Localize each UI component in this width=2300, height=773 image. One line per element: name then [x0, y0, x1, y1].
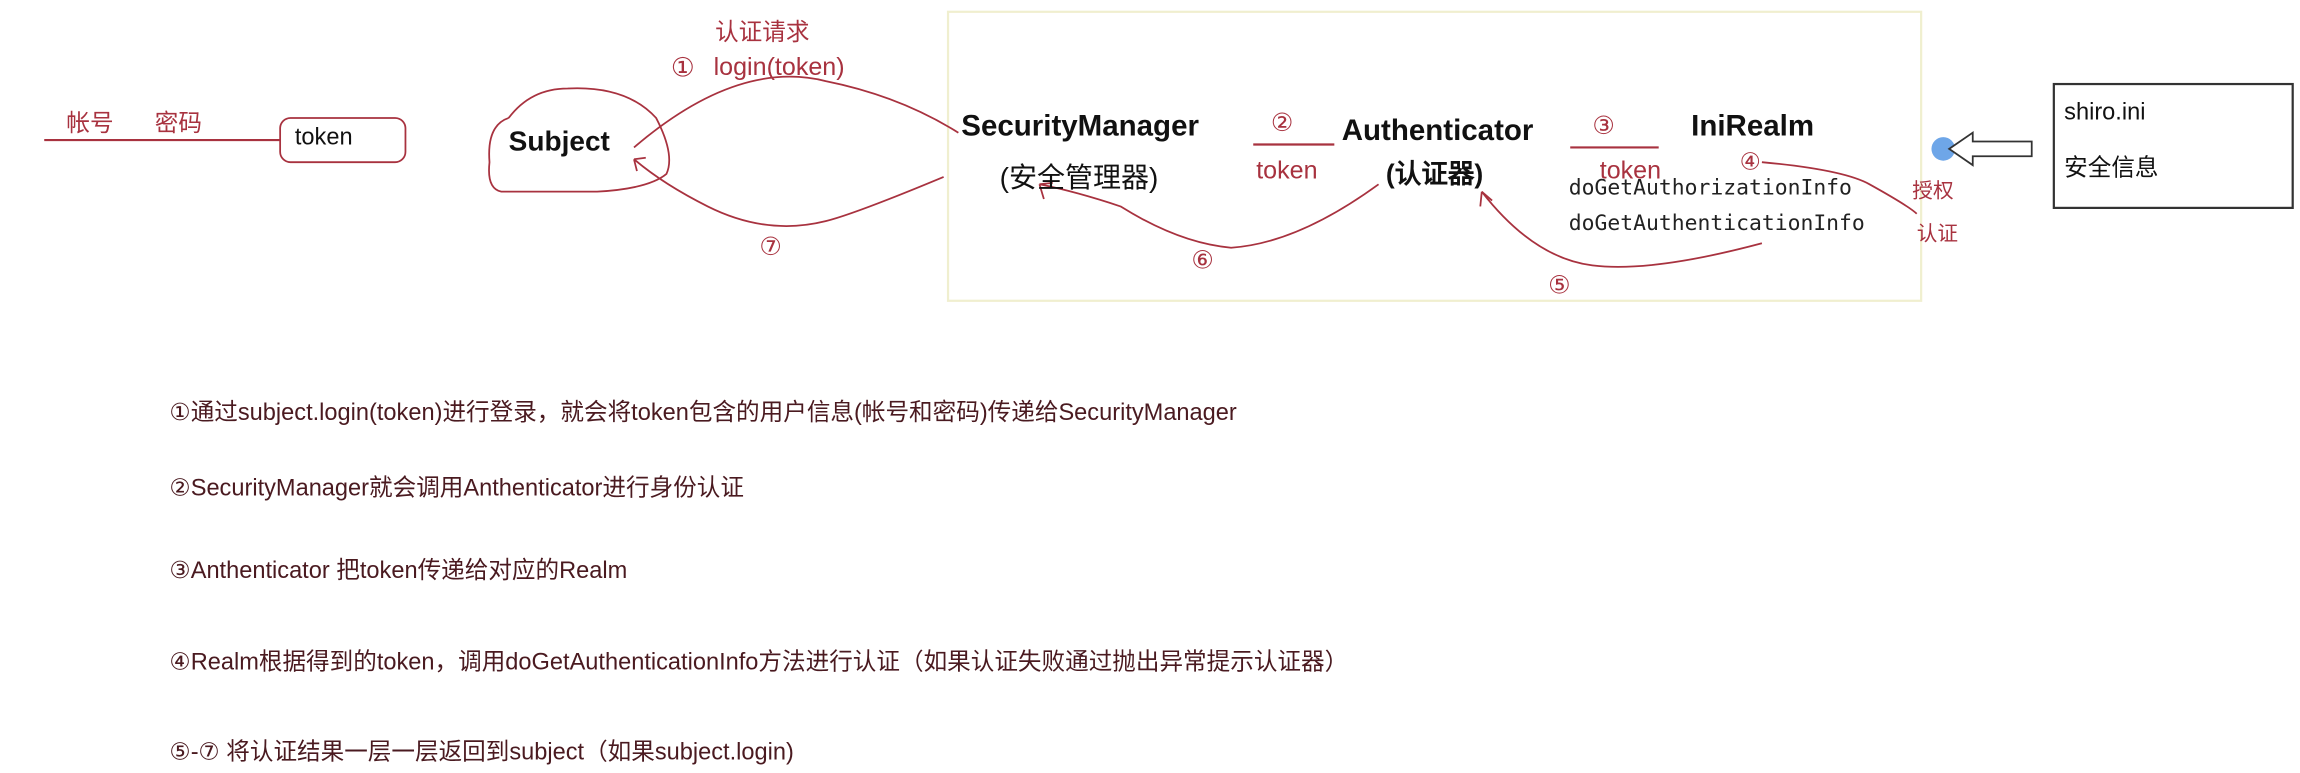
hollow-arrow-icon [1947, 131, 2033, 167]
note-step5-7: ⑤-⑦ 将认证结果一层一层返回到subject（如果subject.login) [169, 740, 794, 766]
security-manager-cn: (安全管理器) [999, 163, 1159, 195]
security-manager-node: SecurityManager [961, 110, 1199, 144]
authenticator-node: Authenticator [1341, 115, 1534, 148]
arrow-step4 [1761, 161, 1918, 215]
token-2: token [1256, 156, 1318, 185]
authorization-label: 授权 [1912, 178, 1954, 202]
step5-marker: ⑤ [1548, 271, 1571, 300]
subject-node: Subject [508, 126, 610, 158]
step6-marker: ⑥ [1191, 246, 1214, 275]
arrow-step6 [1039, 183, 1380, 249]
step7-marker: ⑦ [759, 232, 782, 261]
step4-marker: ④ [1739, 150, 1761, 176]
highlight-dot [1931, 137, 1956, 161]
authenticator-cn: (认证器) [1385, 159, 1484, 189]
password-label: 密码 [154, 112, 203, 138]
arrow-step1 [633, 75, 959, 149]
step1-marker: ① [670, 53, 695, 83]
token-box: token [294, 125, 353, 151]
shiro-ini-desc: 安全信息 [2064, 156, 2159, 182]
login-call: login(token) [713, 53, 845, 82]
shiro-ini-box [2052, 82, 2294, 209]
token-3: token [1599, 156, 1662, 185]
note-step4: ④Realm根据得到的token，调用doGetAuthenticationIn… [169, 650, 1349, 676]
account-label: 帐号 [66, 112, 114, 138]
subject-cloud [488, 87, 671, 193]
note-step2: ②SecurityManager就会调用Anthenticator进行身份认证 [169, 476, 744, 502]
core-components-frame [946, 10, 1923, 302]
arrow-step5 [1481, 191, 1763, 268]
token-box-border [279, 117, 407, 164]
authentication-label: 认证 [1916, 221, 1959, 245]
method-authorization: doGetAuthorizationInfo [1568, 176, 1852, 201]
auth-request-label: 认证请求 [715, 20, 810, 46]
step2-marker: ② [1270, 109, 1294, 138]
arrow-step7 [633, 158, 944, 227]
note-step3: ③Anthenticator 把token传递给对应的Realm [169, 558, 628, 584]
step3-marker: ③ [1592, 112, 1615, 141]
note-step1: ①通过subject.login(token)进行登录，就会将token包含的用… [169, 401, 1237, 427]
shiro-ini-file: shiro.ini [2064, 100, 2146, 126]
method-authentication: doGetAuthenticationInfo [1568, 212, 1865, 236]
inirealm-node: IniRealm [1691, 110, 1815, 144]
